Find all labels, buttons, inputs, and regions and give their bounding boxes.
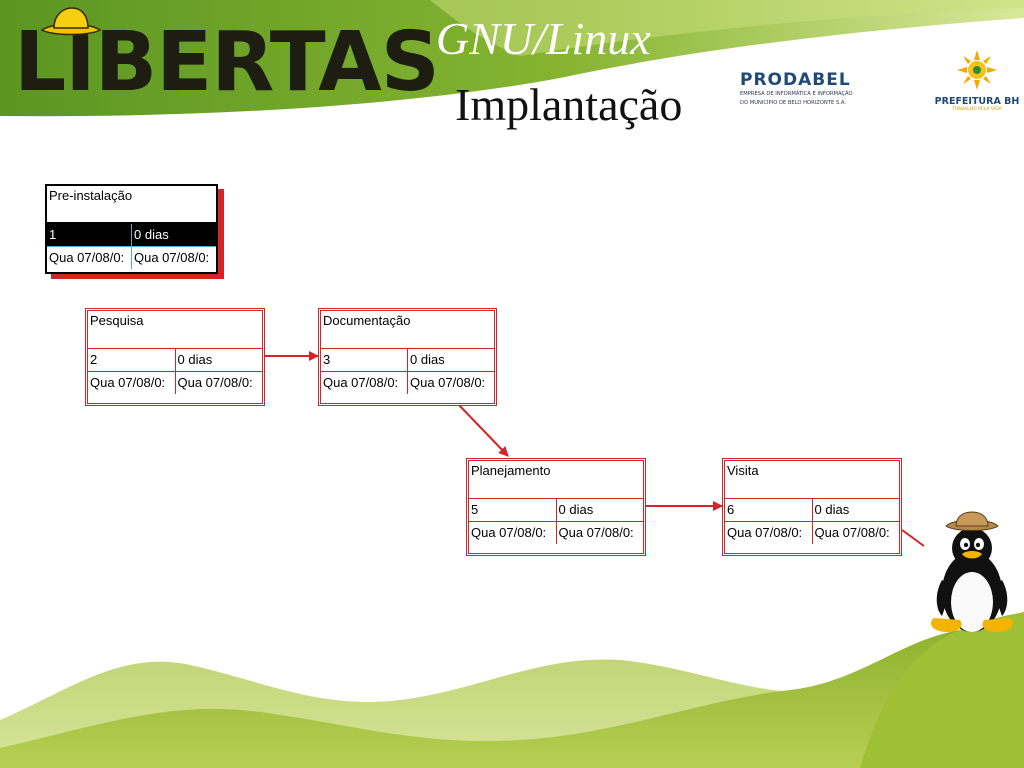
task-name: Pesquisa [88, 311, 262, 349]
task-node-planejamento[interactable]: Planejamento 5 0 dias Qua 07/08/0: Qua 0… [466, 458, 646, 556]
task-dates-row: Qua 07/08/0: Qua 07/08/0: [47, 247, 216, 269]
task-dates-row: Qua 07/08/0: Qua 07/08/0: [469, 522, 643, 544]
task-finish: Qua 07/08/0: [410, 375, 486, 390]
task-name: Documentação [321, 311, 494, 349]
task-start: Qua 07/08/0: [321, 372, 408, 394]
task-start: Qua 07/08/0: [88, 372, 176, 394]
task-node-pesquisa[interactable]: Pesquisa 2 0 dias Qua 07/08/0: Qua 07/08… [85, 308, 265, 406]
task-id: 5 [469, 499, 557, 521]
pbh-name: PREFEITURA BH [934, 96, 1020, 107]
prodabel-line-2: DO MUNICÍPIO DE BELO HORIZONTE S.A. [740, 99, 846, 106]
task-id: 6 [725, 499, 813, 521]
task-node-documentacao[interactable]: Documentação 3 0 dias Qua 07/08/0: Qua 0… [318, 308, 497, 406]
task-name: Visita [725, 461, 899, 499]
task-id: 1 [47, 224, 132, 246]
prodabel-logo: PRODABEL EMPRESA DE INFORMÁTICA E INFORM… [740, 72, 925, 106]
prodabel-line-1: EMPRESA DE INFORMÁTICA E INFORMAÇÃO [740, 91, 853, 97]
prodabel-name: PRODABEL [740, 70, 851, 90]
task-name: Pre-instalação [47, 186, 216, 224]
task-finish: Qua 07/08/0: [134, 250, 210, 265]
task-start: Qua 07/08/0: [725, 522, 813, 544]
header-light-swoosh [430, 0, 1024, 56]
task-dates-row: Qua 07/08/0: Qua 07/08/0: [725, 522, 899, 544]
hill-right [860, 612, 1024, 768]
header-green-band [0, 0, 1024, 117]
pbh-tagline: TRABALHO PELA VIDA [952, 107, 1002, 112]
task-node-visita[interactable]: Visita 6 0 dias Qua 07/08/0: Qua 07/08/0… [722, 458, 902, 556]
tux-penguin-icon [930, 511, 1014, 632]
gnu-linux-label: GNU/Linux [436, 13, 651, 64]
task-duration: 0 dias [558, 502, 594, 517]
task-start: Qua 07/08/0: [47, 247, 132, 269]
hat-icon [40, 7, 102, 36]
task-name: Planejamento [469, 461, 643, 499]
hill-front [0, 627, 1024, 768]
task-dates-row: Qua 07/08/0: Qua 07/08/0: [321, 372, 494, 394]
slide-title: Implantação [455, 79, 683, 130]
task-finish: Qua 07/08/0: [814, 525, 890, 540]
task-id-row: 1 0 dias [47, 224, 216, 247]
libertas-logo: LIBERTAS [14, 22, 440, 104]
task-duration: 0 dias [814, 502, 850, 517]
task-dates-row: Qua 07/08/0: Qua 07/08/0: [88, 372, 262, 394]
sun-icon [957, 50, 997, 90]
brand-text: LIBERTAS [14, 15, 440, 110]
task-duration: 0 dias [177, 352, 213, 367]
task-finish: Qua 07/08/0: [558, 525, 634, 540]
task-finish: Qua 07/08/0: [177, 375, 253, 390]
task-duration: 0 dias [410, 352, 445, 367]
task-id-row: 2 0 dias [88, 349, 262, 372]
task-id-row: 3 0 dias [321, 349, 494, 372]
task-id-row: 6 0 dias [725, 499, 899, 522]
task-start: Qua 07/08/0: [469, 522, 557, 544]
task-id: 3 [321, 349, 408, 371]
task-id: 2 [88, 349, 176, 371]
prefeitura-bh-logo: PREFEITURA BH TRABALHO PELA VIDA [934, 50, 1020, 112]
task-id-row: 5 0 dias [469, 499, 643, 522]
task-duration: 0 dias [134, 227, 169, 242]
task-node-pre-instalacao[interactable]: Pre-instalação 1 0 dias Qua 07/08/0: Qua… [45, 184, 218, 274]
